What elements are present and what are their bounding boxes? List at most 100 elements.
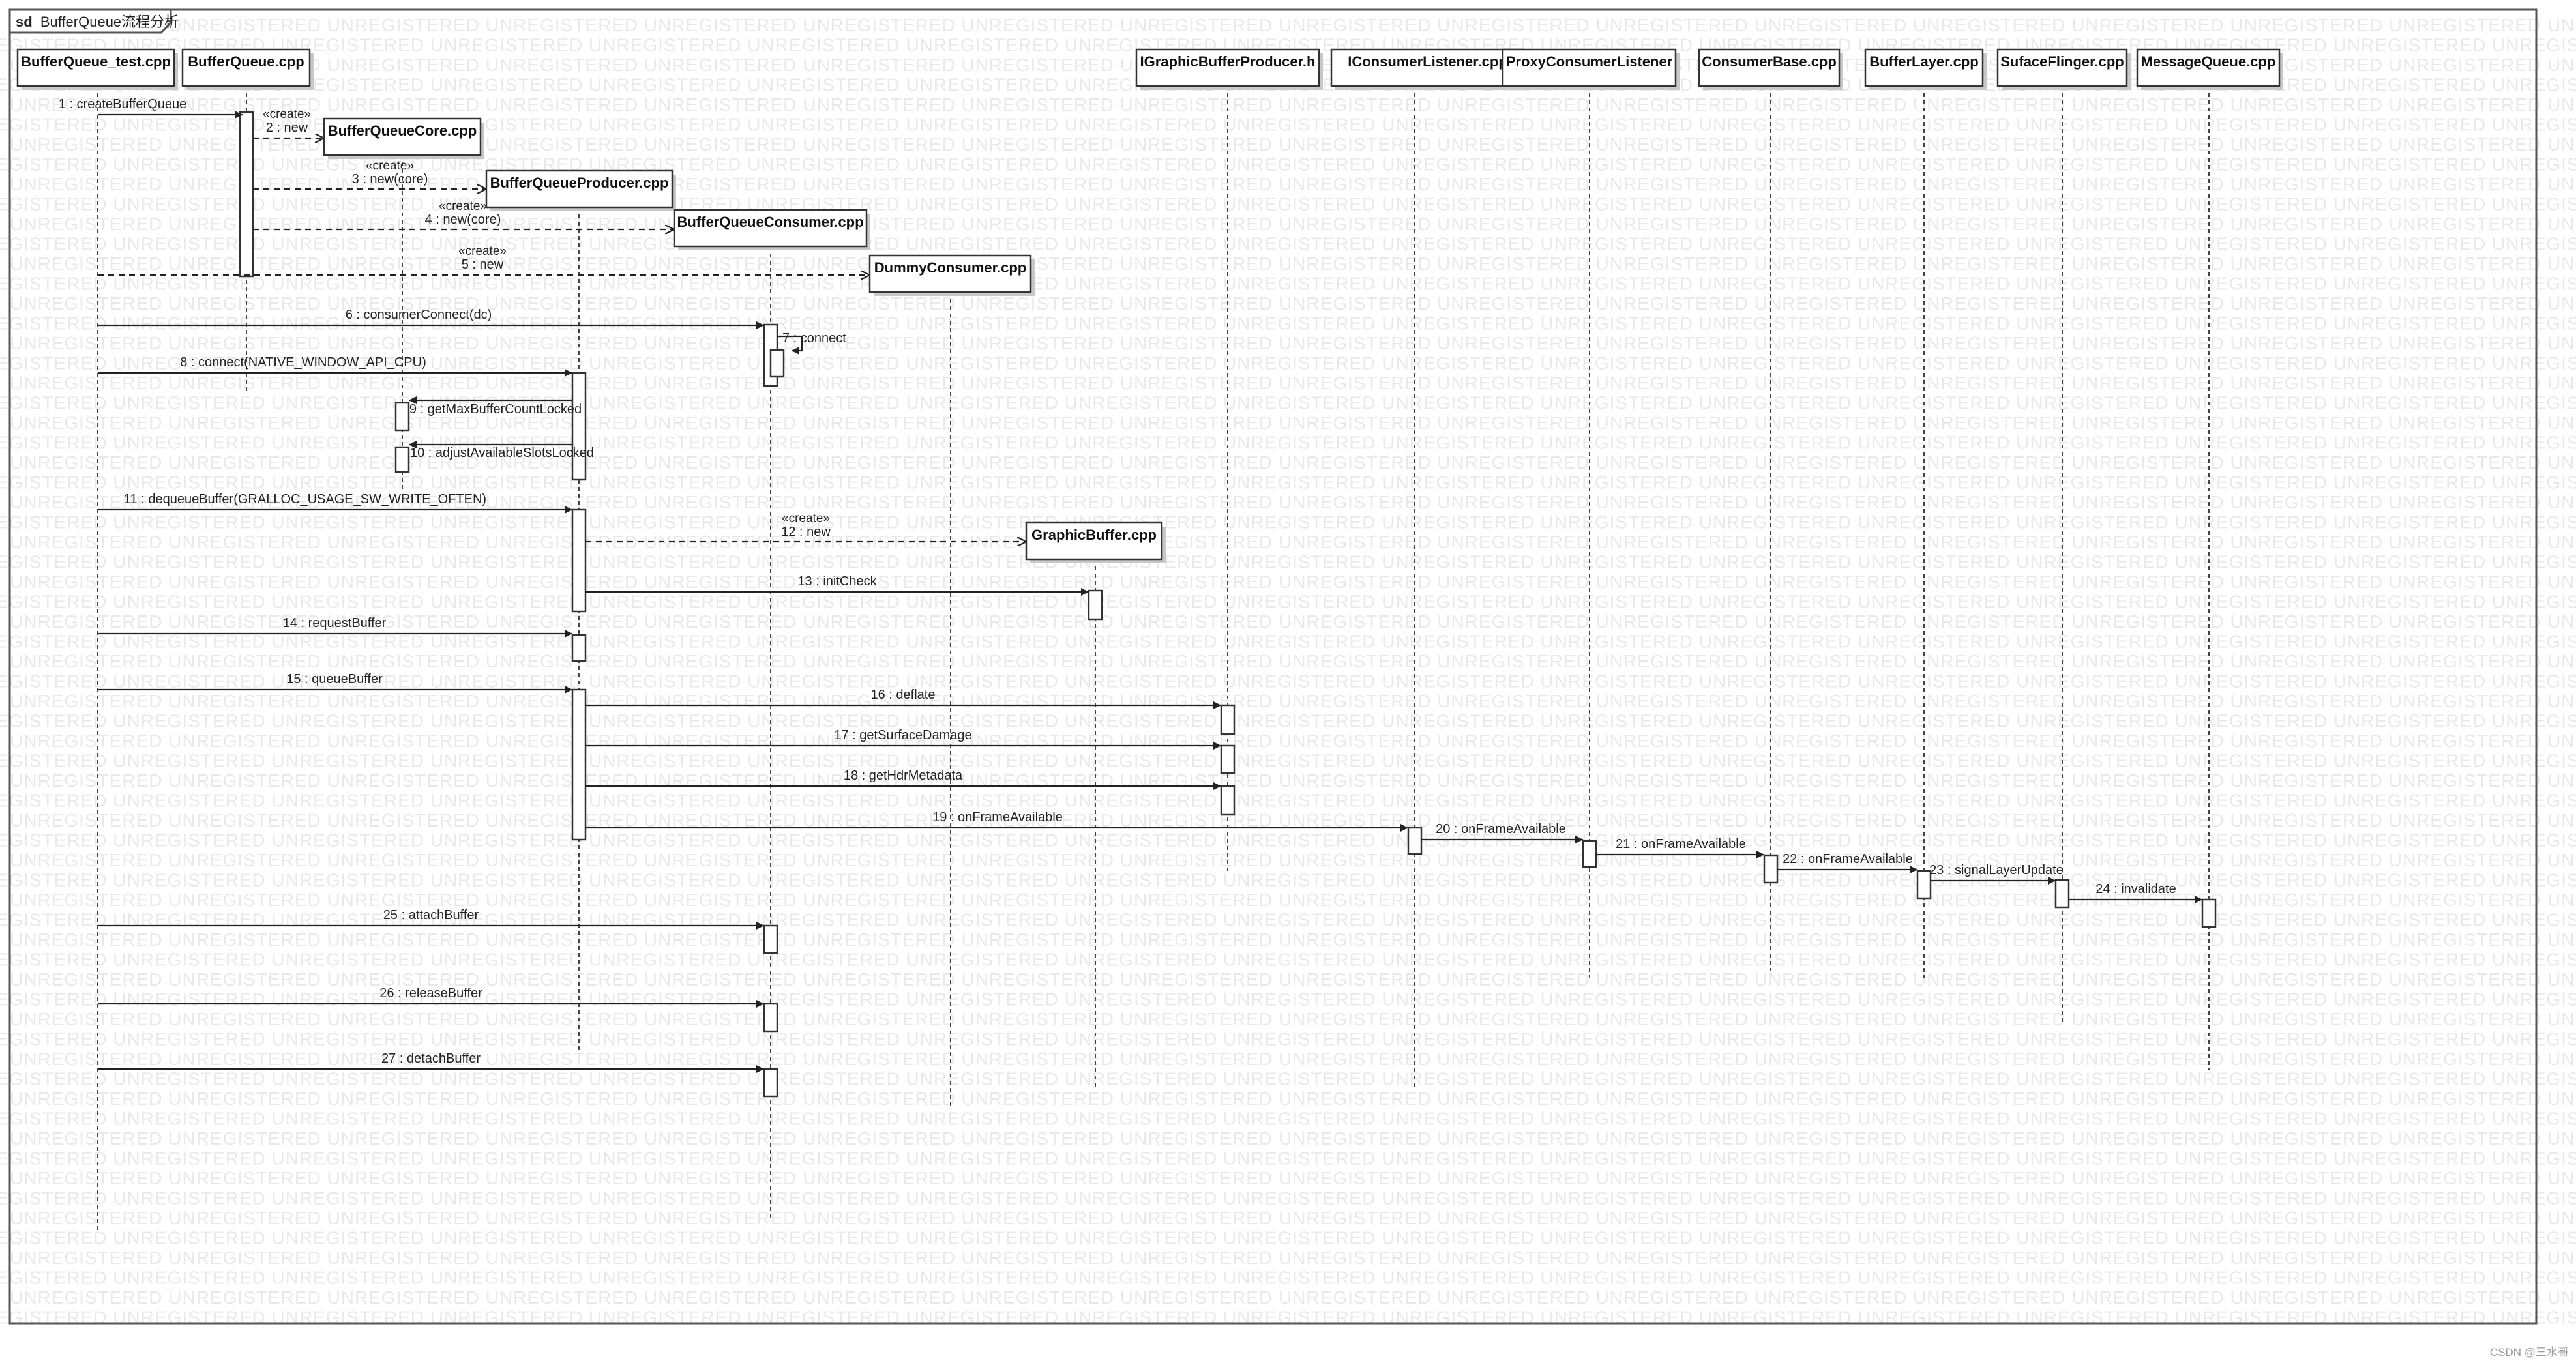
messages: 1 : createBufferQueue «create» 2 : new «cre… bbox=[59, 97, 2202, 1073]
message-label: 16 : deflate bbox=[871, 688, 936, 702]
watermark-line: UNREGISTERED UNREGISTERED UNREGISTERED U… bbox=[0, 393, 2576, 413]
participant-cons: BufferQueueConsumer.cpp bbox=[673, 209, 870, 250]
participant-box bbox=[181, 48, 311, 87]
message-label: 1 : createBufferQueue bbox=[59, 97, 186, 111]
message-label: 2 : new bbox=[266, 121, 308, 135]
watermark-line: UNREGISTERED UNREGISTERED UNREGISTERED U… bbox=[0, 830, 2576, 851]
watermark-line: UNREGISTERED UNREGISTERED UNREGISTERED U… bbox=[10, 373, 2576, 393]
participant-label: SufaceFlinger.cpp bbox=[2000, 53, 2124, 70]
message-label: 24 : invalidate bbox=[2095, 882, 2176, 896]
participant-label: BufferLayer.cpp bbox=[1869, 53, 1979, 70]
participant-sf: SufaceFlinger.cpp bbox=[1996, 48, 2131, 90]
message-11: 11 : dequeueBuffer(GRALLOC_USAGE_SW_WRIT… bbox=[98, 492, 572, 514]
watermark-line: UNREGISTERED UNREGISTERED UNREGISTERED U… bbox=[10, 731, 2576, 751]
activation-bar-mq bbox=[2201, 898, 2217, 928]
message-22: 22 : onFrameAvailable bbox=[1777, 852, 1917, 873]
participant-label: ProxyConsumerListener bbox=[1506, 53, 1673, 70]
participant-prod: BufferQueueProducer.cpp bbox=[485, 169, 676, 211]
watermark-line: UNREGISTERED UNREGISTERED UNREGISTERED U… bbox=[0, 1308, 2576, 1328]
watermark-line: UNREGISTERED UNREGISTERED UNREGISTERED U… bbox=[10, 95, 2576, 115]
participant-label: ConsumerBase.cpp bbox=[1702, 53, 1837, 70]
participant-label: IConsumerListener.cpp bbox=[1348, 53, 1507, 70]
watermark-line: UNREGISTERED UNREGISTERED UNREGISTERED U… bbox=[10, 1287, 2576, 1308]
activation-bar-cons bbox=[763, 924, 778, 954]
message-label: 5 : new bbox=[462, 257, 504, 272]
participant-box bbox=[1996, 48, 2128, 87]
watermark-line: UNREGISTERED UNREGISTERED UNREGISTERED U… bbox=[10, 810, 2576, 830]
participant-box bbox=[1025, 521, 1163, 561]
watermark-line: UNREGISTERED UNREGISTERED UNREGISTERED U… bbox=[0, 1069, 2576, 1089]
watermark-line: UNREGISTERED UNREGISTERED UNREGISTERED U… bbox=[10, 1049, 2576, 1069]
participant-box bbox=[1864, 48, 1984, 87]
message-14: 14 : requestBuffer bbox=[98, 616, 572, 638]
activation-bar-cons bbox=[763, 1003, 778, 1033]
activation-bar-sf bbox=[2054, 879, 2070, 909]
message-label: 19 : onFrameAvailable bbox=[932, 810, 1063, 825]
watermark-line: UNREGISTERED UNREGISTERED UNREGISTERED U… bbox=[10, 174, 2576, 194]
activation-bar-bl bbox=[1916, 870, 1932, 900]
message-label: 8 : connect(NATIVE_WINDOW_API_CPU) bbox=[180, 355, 426, 370]
message-3: «create»3 : new(core) bbox=[253, 159, 486, 189]
watermark-line: UNREGISTERED UNREGISTERED UNREGISTERED U… bbox=[10, 1089, 2576, 1109]
message-label: 17 : getSurfaceDamage bbox=[834, 728, 971, 742]
activation-bar-igbp bbox=[1220, 704, 1236, 735]
watermark-line: UNREGISTERED UNREGISTERED UNREGISTERED U… bbox=[0, 592, 2576, 612]
message-23: 23 : signalLayerUpdate bbox=[1929, 863, 2064, 885]
watermark-line: UNREGISTERED UNREGISTERED UNREGISTERED U… bbox=[0, 473, 2576, 493]
activation-bar-prod bbox=[571, 508, 587, 613]
watermark-line: UNREGISTERED UNREGISTERED UNREGISTERED U… bbox=[10, 1128, 2576, 1149]
message-21: 21 : onFrameAvailable bbox=[1596, 837, 1764, 858]
watermark-line: UNREGISTERED UNREGISTERED UNREGISTERED U… bbox=[10, 413, 2576, 433]
activation-bar-igbp bbox=[1220, 785, 1236, 816]
participant-igbp: IGraphicBufferProducer.h bbox=[1135, 48, 1323, 90]
message-label: 10 : adjustAvailableSlotsLocked bbox=[410, 446, 594, 460]
participant-mq: MessageQueue.cpp bbox=[2136, 48, 2283, 90]
message-label: 9 : getMaxBufferCountLocked bbox=[409, 402, 582, 417]
message-label: 22 : onFrameAvailable bbox=[1783, 852, 1913, 866]
watermark-line: UNREGISTERED UNREGISTERED UNREGISTERED U… bbox=[10, 1009, 2576, 1029]
participant-label: BufferQueueConsumer.cpp bbox=[677, 214, 863, 230]
message-26: 26 : releaseBuffer bbox=[98, 986, 764, 1008]
watermark-line: UNREGISTERED UNREGISTERED UNREGISTERED U… bbox=[0, 711, 2576, 731]
activation-bar-igbp bbox=[1220, 744, 1236, 774]
message-13: 13 : initCheck bbox=[585, 574, 1089, 596]
message-6: 6 : consumerConnect(dc) bbox=[98, 308, 764, 329]
watermark-line: UNREGISTERED UNREGISTERED UNREGISTERED U… bbox=[10, 293, 2576, 314]
participant-box bbox=[1502, 48, 1677, 87]
message-label: 13 : initCheck bbox=[797, 574, 877, 589]
participant-core: BufferQueueCore.cpp bbox=[323, 117, 484, 159]
watermark-line: UNREGISTERED UNREGISTERED UNREGISTERED U… bbox=[10, 254, 2576, 274]
message-stereotype: «create» bbox=[782, 512, 830, 525]
activation-bar-pcl bbox=[1582, 840, 1597, 868]
message-label: 3 : new(core) bbox=[352, 172, 428, 186]
watermark-line: UNREGISTERED UNREGISTERED UNREGISTERED U… bbox=[0, 870, 2576, 890]
participant-bq: BufferQueue.cpp bbox=[181, 48, 314, 90]
watermark-line: UNREGISTERED UNREGISTERED UNREGISTERED U… bbox=[0, 194, 2576, 214]
participant-box bbox=[1330, 48, 1525, 87]
participant-label: BufferQueueProducer.cpp bbox=[490, 175, 669, 191]
frame-title-text: BufferQueue流程分析 bbox=[40, 14, 179, 30]
activation-bar-cb bbox=[1763, 854, 1779, 884]
message-12: «create»12 : new bbox=[585, 512, 1026, 542]
watermark-line: UNREGISTERED UNREGISTERED UNREGISTERED U… bbox=[0, 632, 2576, 652]
message-24: 24 : invalidate bbox=[2069, 882, 2202, 903]
watermark-line: UNREGISTERED UNREGISTERED UNREGISTERED U… bbox=[0, 234, 2576, 254]
participant-box bbox=[868, 254, 1032, 293]
message-label: 4 : new(core) bbox=[425, 213, 501, 227]
watermark-line: UNREGISTERED UNREGISTERED UNREGISTERED U… bbox=[0, 1268, 2576, 1288]
participant-label: MessageQueue.cpp bbox=[2141, 53, 2276, 70]
activation-bar-cons bbox=[769, 349, 785, 378]
message-stereotype: «create» bbox=[439, 199, 487, 213]
message-label: 12 : new bbox=[781, 525, 831, 539]
message-27: 27 : detachBuffer bbox=[98, 1051, 764, 1073]
message-label: 25 : attachBuffer bbox=[383, 908, 479, 922]
watermark-line: UNREGISTERED UNREGISTERED UNREGISTERED U… bbox=[10, 15, 2576, 35]
participant-dummy: DummyConsumer.cpp bbox=[868, 254, 1035, 296]
watermark-line: UNREGISTERED UNREGISTERED UNREGISTERED U… bbox=[10, 969, 2576, 989]
message-15: 15 : queueBuffer bbox=[98, 672, 572, 694]
activation-bar-prod bbox=[571, 372, 587, 481]
participant-box bbox=[1698, 48, 1841, 87]
message-9: 9 : getMaxBufferCountLocked bbox=[409, 396, 582, 417]
message-7: 7 : connect bbox=[777, 331, 846, 355]
watermark-line: UNREGISTERED UNREGISTERED UNREGISTERED U… bbox=[0, 910, 2576, 930]
